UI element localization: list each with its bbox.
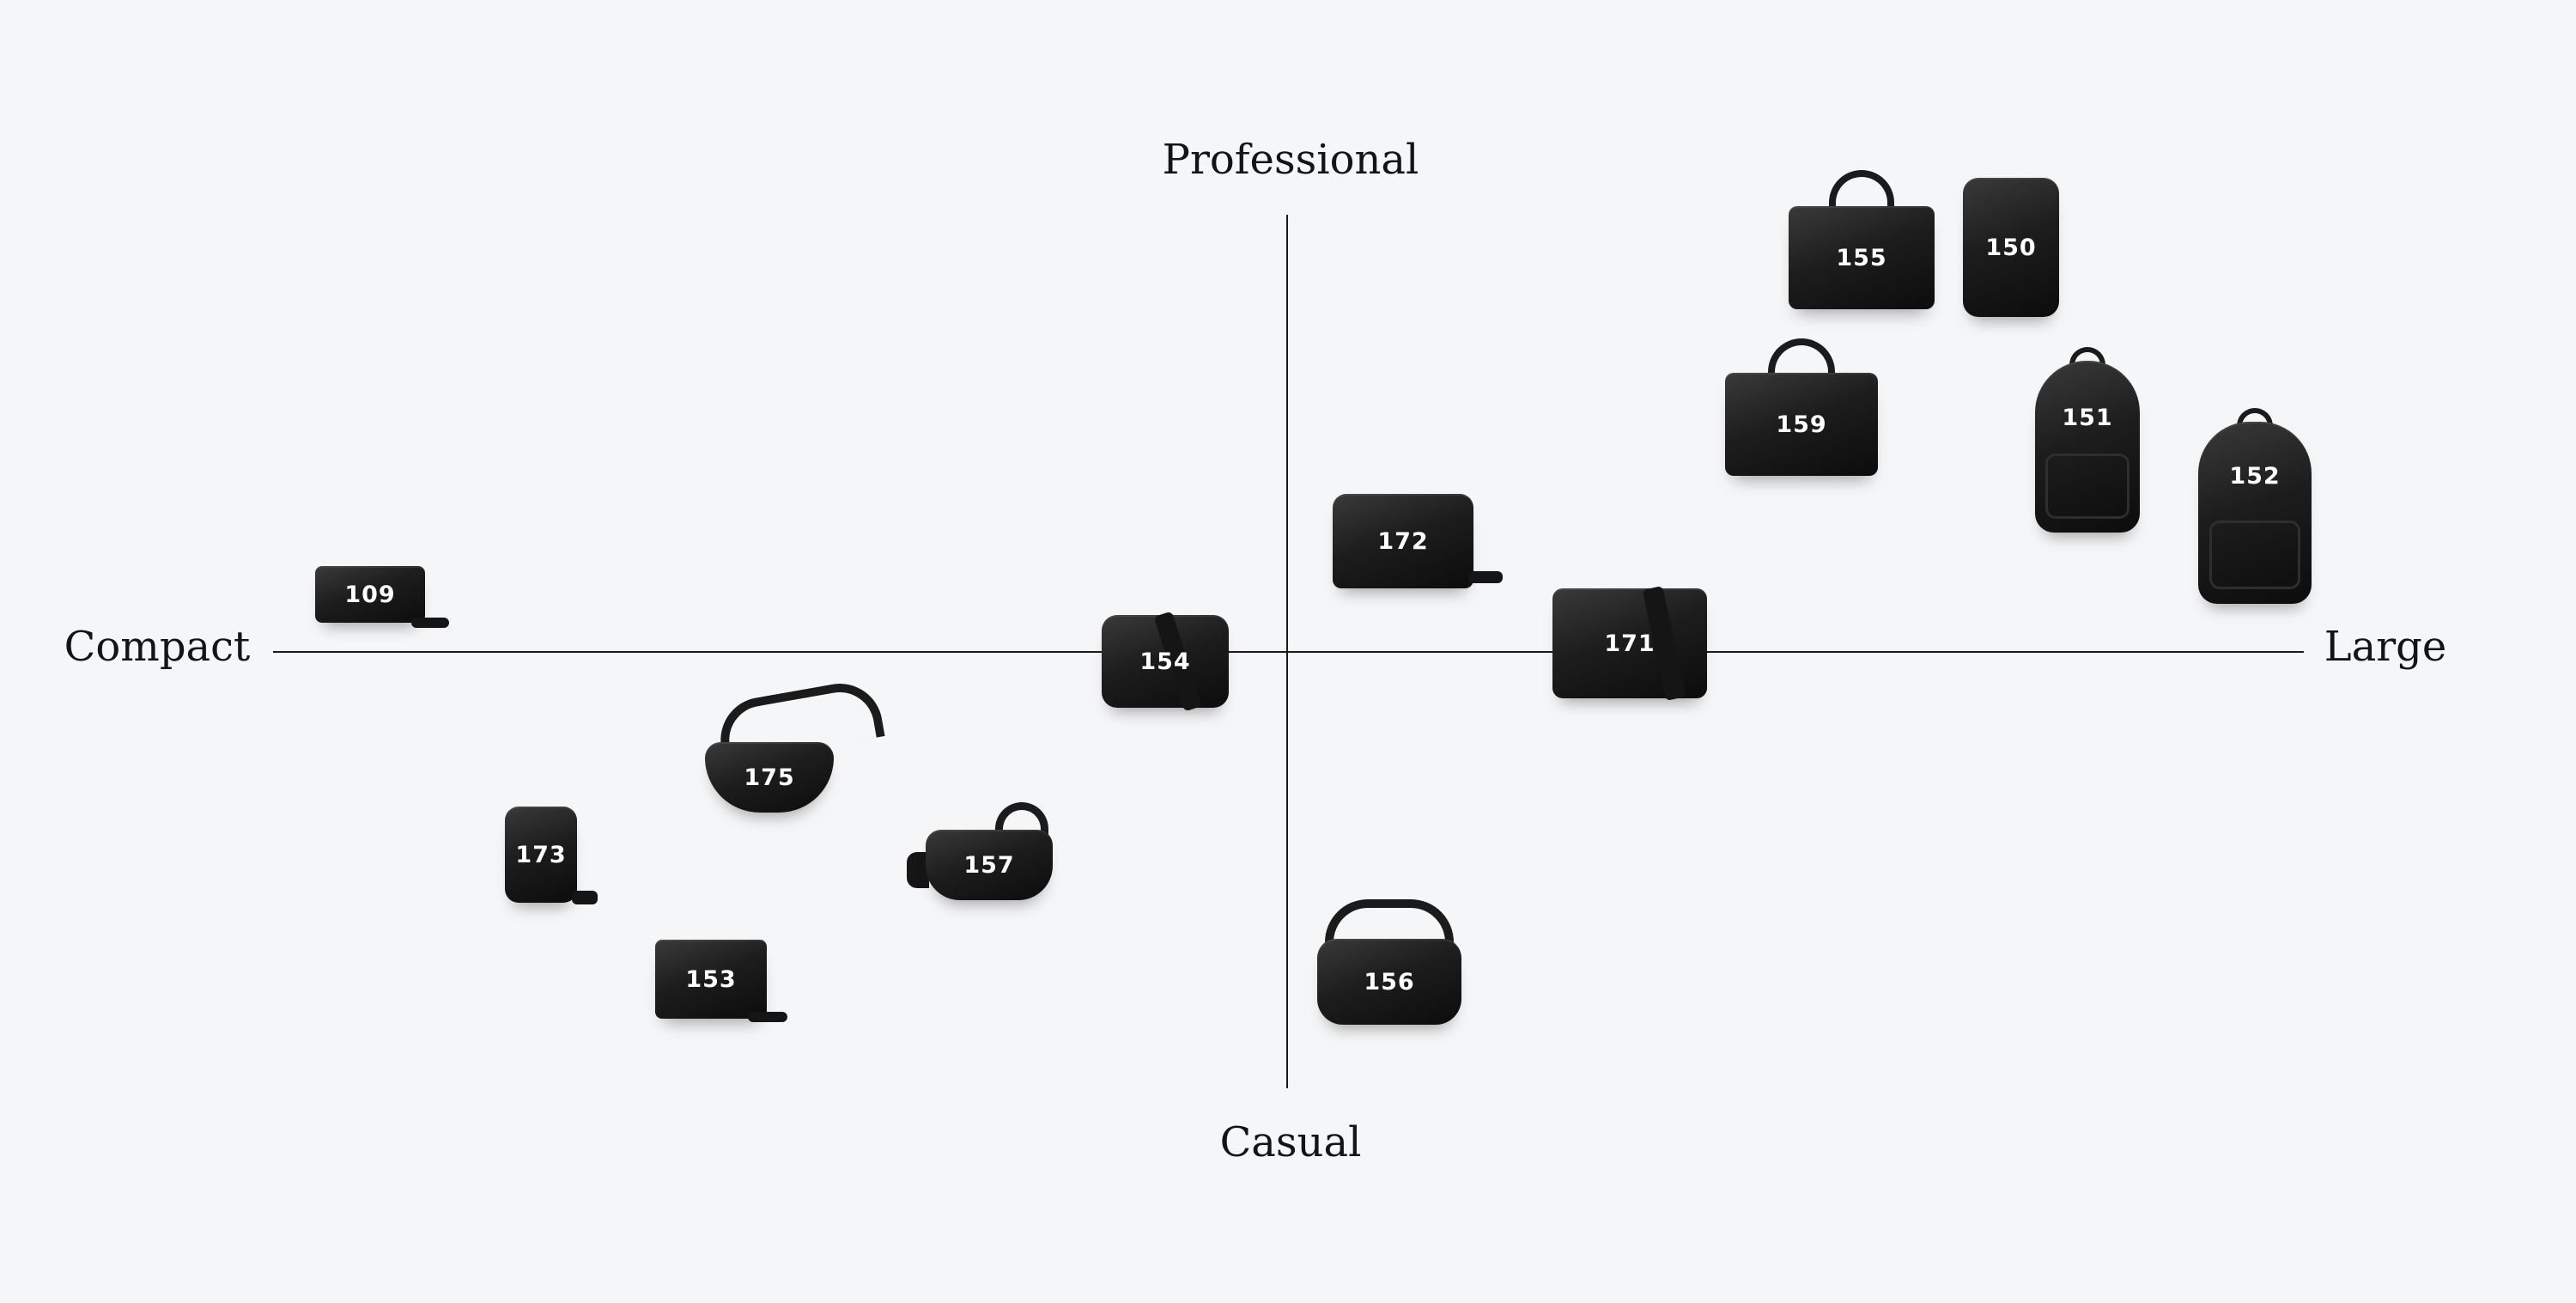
briefcase-icon [1789,206,1935,309]
axis-label-large: Large [2324,623,2447,671]
horizontal-axis-line [273,651,2304,653]
handle-icon [1768,338,1835,380]
bag-number: 109 [344,581,396,608]
bag-number: 157 [963,851,1015,879]
bag-item-109[interactable]: 109 [315,566,449,628]
bag-number: 171 [1604,630,1656,657]
bag-item-172[interactable]: 172 [1333,494,1503,588]
strap [572,891,598,904]
bag-number: 173 [515,841,567,868]
backpack-icon [2035,361,2140,533]
vertical-axis-line [1286,215,1288,1088]
bag-item-150[interactable]: 150 [1963,178,2059,317]
bag-item-157[interactable]: 157 [907,802,1053,900]
axis-label-compact: Compact [64,623,251,671]
pocket [2045,454,2129,519]
phone-bag-icon [505,807,577,903]
bag-number: 159 [1776,411,1827,438]
bag-item-151[interactable]: 151 [2035,347,2140,533]
pocket [2209,520,2300,590]
pouch-icon [655,940,767,1019]
sling-bag-icon [926,830,1053,900]
bag-number: 154 [1139,648,1191,675]
belt-bag-icon [1317,939,1461,1025]
bag-item-153[interactable]: 153 [655,940,787,1022]
handle-icon [2069,347,2105,368]
strap [411,618,449,628]
bag-item-175[interactable]: 175 [705,677,885,813]
bag-item-155[interactable]: 155 [1789,170,1935,309]
strap [995,802,1048,839]
strap [907,852,929,888]
bag-item-154[interactable]: 154 [1102,611,1229,712]
bag-item-173[interactable]: 173 [505,807,598,904]
bag-number: 152 [2229,463,2281,490]
briefcase-icon [1725,373,1878,476]
bag-item-171[interactable]: 171 [1552,585,1707,702]
bag-item-159[interactable]: 159 [1725,338,1878,476]
bag-number: 150 [1985,234,2037,261]
bag-number: 153 [685,965,737,993]
messenger-bag-icon [1333,494,1473,588]
backpack-icon [1963,178,2059,317]
bag-item-152[interactable]: 152 [2198,408,2312,604]
bag-number: 151 [2062,404,2113,431]
handle-icon [1829,170,1894,213]
bag-number: 155 [1836,244,1887,271]
backpack-icon [2198,422,2312,604]
strap [1468,571,1503,583]
belt-bag-icon [705,742,834,813]
axis-label-casual: Casual [1219,1118,1362,1166]
bag-number: 156 [1364,968,1415,996]
handle-icon [2237,408,2273,429]
bag-item-156[interactable]: 156 [1317,899,1461,1025]
pouch-icon [315,566,425,623]
strap [748,1012,787,1022]
axis-label-professional: Professional [1162,136,1419,184]
bag-number: 172 [1377,527,1429,555]
strap [1325,899,1454,949]
bag-number: 175 [744,764,795,791]
